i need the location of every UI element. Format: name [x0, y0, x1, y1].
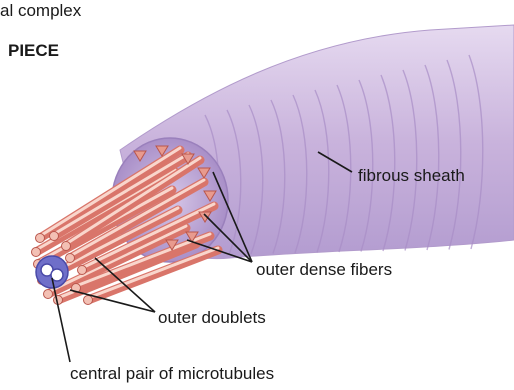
doublet-end	[78, 266, 87, 275]
doublet-end	[36, 234, 45, 243]
doublet-end	[50, 232, 59, 241]
label-outer-dense-fibers: outer dense fibers	[256, 260, 392, 280]
central-pair-microtubules	[36, 256, 68, 288]
label-fibrous-sheath: fibrous sheath	[358, 166, 465, 186]
doublet-end	[32, 248, 41, 257]
label-outer-doublets: outer doublets	[158, 308, 266, 328]
doublet-end	[44, 290, 53, 299]
doublet-end	[66, 254, 75, 263]
label-central-pair: central pair of microtubules	[70, 364, 274, 384]
doublet-end	[62, 242, 71, 251]
doublet-end	[84, 296, 93, 305]
